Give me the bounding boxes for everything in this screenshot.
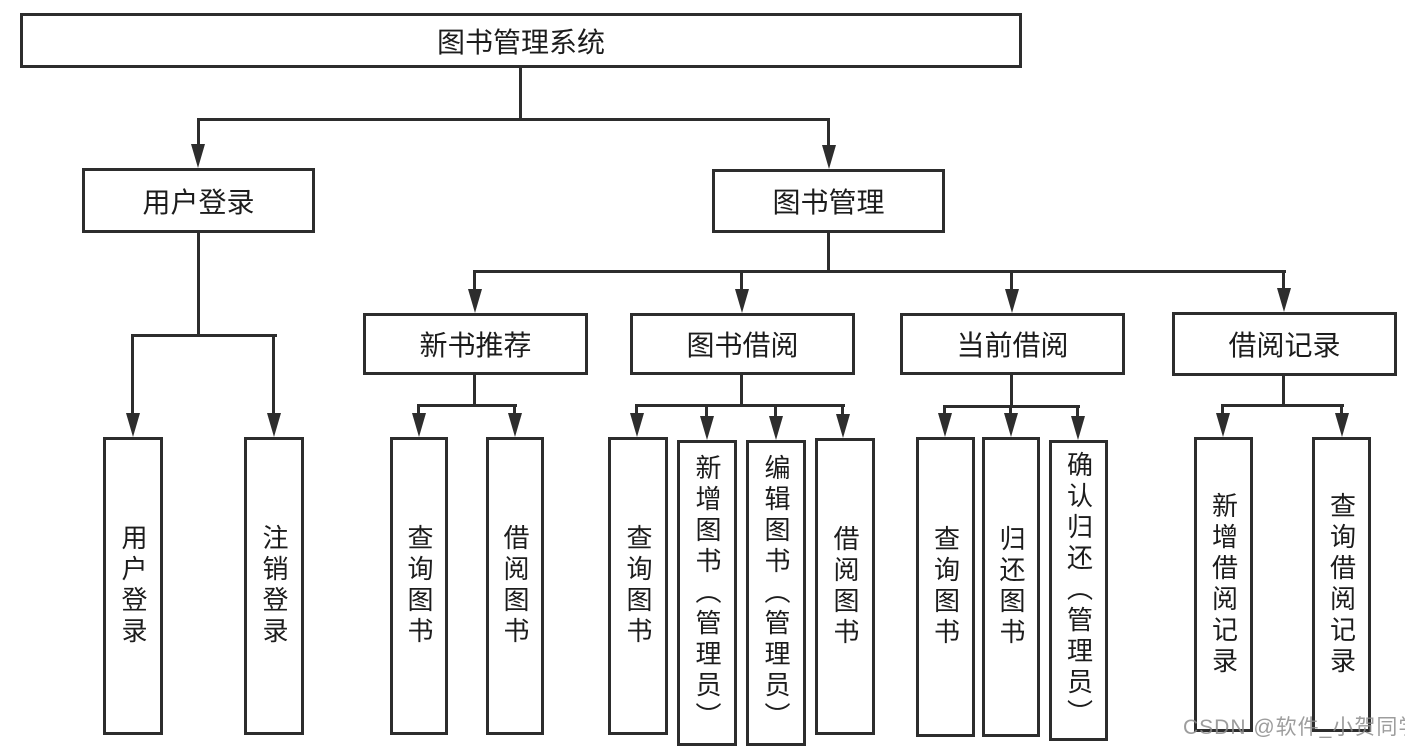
leaf-borrow-book: 借阅图书 xyxy=(815,438,875,735)
connector-line xyxy=(635,404,845,407)
connector-line xyxy=(417,404,420,416)
leaf-query-book-recommend-label: 查询图书 xyxy=(404,524,434,648)
connector-line xyxy=(841,404,844,416)
connector-line xyxy=(705,404,708,416)
connector-line xyxy=(1010,270,1013,292)
leaf-logout-label: 注销登录 xyxy=(259,524,289,648)
leaf-query-book-borrow-label: 查询图书 xyxy=(623,524,653,648)
connector-line xyxy=(197,118,830,121)
node-new-book-recommend: 新书推荐 xyxy=(363,313,588,375)
leaf-logout: 注销登录 xyxy=(244,437,304,735)
connector-line xyxy=(1221,404,1344,407)
node-new-book-recommend-label: 新书推荐 xyxy=(419,330,532,361)
node-book-borrow-label: 图书借阅 xyxy=(686,330,799,361)
watermark: CSDN @软件_小贺同学 xyxy=(1183,716,1405,739)
arrow-down-icon xyxy=(700,416,714,440)
node-root: 图书管理系统 xyxy=(20,13,1022,68)
leaf-add-book-admin: 新增图书（管理员） xyxy=(677,440,737,746)
leaf-query-book-recommend: 查询图书 xyxy=(390,437,448,735)
leaf-query-borrow-record: 查询借阅记录 xyxy=(1312,437,1371,732)
connector-line xyxy=(473,375,476,407)
connector-line xyxy=(131,334,277,337)
arrow-down-icon xyxy=(267,413,281,437)
connector-line xyxy=(1221,404,1224,416)
connector-line xyxy=(774,404,777,416)
connector-line xyxy=(740,270,743,292)
leaf-borrow-book-recommend-label: 借阅图书 xyxy=(500,524,530,648)
node-book-borrow: 图书借阅 xyxy=(630,313,855,375)
leaf-edit-book-admin-label: 编辑图书（管理员） xyxy=(761,453,791,733)
node-current-borrow-label: 当前借阅 xyxy=(956,330,1069,361)
connector-line xyxy=(197,118,200,148)
leaf-user-login-label: 用户登录 xyxy=(118,524,148,648)
arrow-down-icon xyxy=(1216,413,1230,437)
leaf-query-book-borrow: 查询图书 xyxy=(608,437,668,735)
leaf-add-borrow-record-label: 新增借阅记录 xyxy=(1208,491,1239,678)
leaf-return-book-label: 归还图书 xyxy=(996,525,1026,649)
arrow-down-icon xyxy=(630,413,644,437)
connector-line xyxy=(131,334,134,416)
connector-line xyxy=(473,270,1286,273)
leaf-user-login: 用户登录 xyxy=(103,437,163,735)
connector-line xyxy=(513,404,516,416)
connector-line xyxy=(417,404,517,407)
arrow-down-icon xyxy=(126,413,140,437)
leaf-query-book-current: 查询图书 xyxy=(916,437,975,737)
leaf-return-book: 归还图书 xyxy=(982,437,1040,737)
connector-line xyxy=(943,405,946,417)
connector-line xyxy=(473,270,476,292)
arrow-down-icon xyxy=(468,289,482,313)
arrow-down-icon xyxy=(836,414,850,438)
connector-line xyxy=(827,118,830,148)
leaf-query-book-current-label: 查询图书 xyxy=(930,525,961,649)
node-root-label: 图书管理系统 xyxy=(436,26,605,58)
arrow-down-icon xyxy=(191,144,205,168)
arrow-down-icon xyxy=(1335,413,1349,437)
connector-line xyxy=(1282,270,1285,292)
node-user-login: 用户登录 xyxy=(82,168,315,233)
connector-line xyxy=(740,375,743,407)
connector-line xyxy=(519,68,522,120)
arrow-down-icon xyxy=(938,413,952,437)
arrow-down-icon xyxy=(735,289,749,313)
leaf-add-book-admin-label: 新增图书（管理员） xyxy=(692,453,722,733)
arrow-down-icon xyxy=(1004,413,1018,437)
leaf-borrow-book-recommend: 借阅图书 xyxy=(486,437,544,735)
connector-line xyxy=(1009,405,1012,417)
arrow-down-icon xyxy=(412,413,426,437)
arrow-down-icon xyxy=(1005,289,1019,313)
leaf-query-borrow-record-label: 查询借阅记录 xyxy=(1326,491,1357,678)
connector-line xyxy=(1282,376,1285,407)
connector-line xyxy=(197,233,200,337)
leaf-edit-book-admin: 编辑图书（管理员） xyxy=(746,440,806,746)
leaf-confirm-return-admin-label: 确认归还（管理员） xyxy=(1063,451,1094,730)
node-user-login-label: 用户登录 xyxy=(142,186,255,218)
leaf-add-borrow-record: 新增借阅记录 xyxy=(1194,437,1253,732)
node-borrow-records: 借阅记录 xyxy=(1172,312,1397,376)
arrow-down-icon xyxy=(822,145,836,169)
leaf-confirm-return-admin: 确认归还（管理员） xyxy=(1049,440,1108,741)
connector-line xyxy=(1340,404,1343,416)
connector-line xyxy=(1010,375,1013,408)
node-borrow-records-label: 借阅记录 xyxy=(1228,330,1341,361)
connector-line xyxy=(1076,405,1079,417)
node-current-borrow: 当前借阅 xyxy=(900,313,1125,375)
arrow-down-icon xyxy=(1071,416,1085,440)
arrow-down-icon xyxy=(508,413,522,437)
connector-line xyxy=(827,233,830,273)
node-book-management: 图书管理 xyxy=(712,169,945,233)
arrow-down-icon xyxy=(769,416,783,440)
leaf-borrow-book-label: 借阅图书 xyxy=(830,524,860,649)
node-book-management-label: 图书管理 xyxy=(772,187,885,218)
connector-line xyxy=(635,404,638,416)
arrow-down-icon xyxy=(1277,288,1291,312)
connector-line xyxy=(272,334,275,416)
